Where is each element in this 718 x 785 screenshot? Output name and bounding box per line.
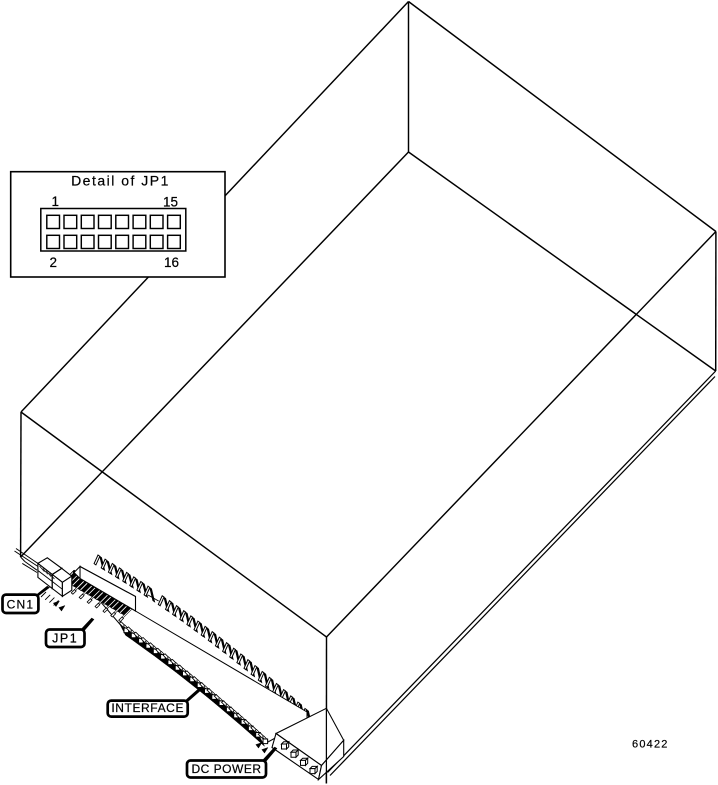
svg-text:60422: 60422 (632, 739, 669, 751)
svg-text:INTERFACE: INTERFACE (111, 701, 184, 715)
svg-text:16: 16 (164, 255, 179, 270)
svg-text:Detail of JP1: Detail of JP1 (71, 172, 170, 188)
svg-text:CN1: CN1 (7, 597, 35, 611)
svg-text:DC POWER: DC POWER (192, 762, 262, 776)
svg-text:JP1: JP1 (52, 631, 78, 645)
svg-text:1: 1 (52, 194, 60, 209)
svg-text:2: 2 (50, 255, 58, 270)
svg-text:15: 15 (163, 194, 178, 209)
